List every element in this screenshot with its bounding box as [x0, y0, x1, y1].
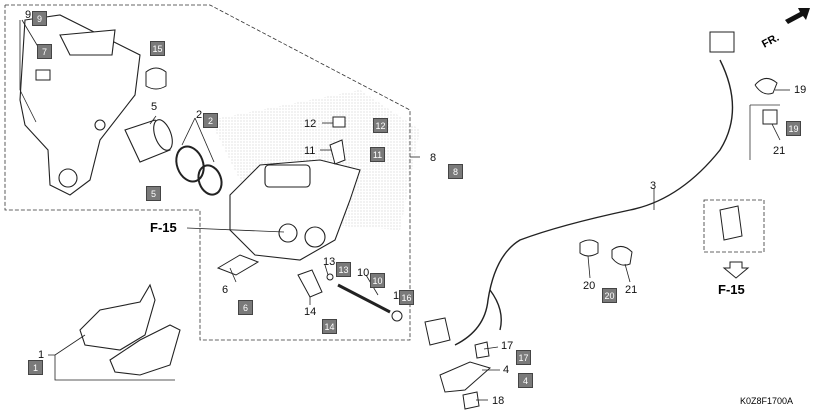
- callout-6: 6: [222, 284, 229, 296]
- callout-21-top: 21: [773, 145, 786, 157]
- box-16: 16: [399, 290, 414, 305]
- callout-14: 14: [304, 306, 317, 318]
- callout-17: 17: [501, 340, 514, 352]
- callout-11: 11: [304, 145, 316, 157]
- ref-f15-left[interactable]: F-15: [150, 220, 177, 235]
- box-5: 5: [146, 186, 161, 201]
- box-1: 1: [28, 360, 43, 375]
- box-9: 9: [32, 11, 47, 26]
- callout-2: 2: [196, 109, 203, 121]
- callout-9: 9: [25, 9, 32, 21]
- box-10: 10: [370, 273, 385, 288]
- callout-21-bottom: 21: [625, 284, 638, 296]
- box-11: 11: [370, 147, 385, 162]
- box-20: 20: [602, 288, 617, 303]
- box-4: 4: [518, 373, 533, 388]
- callout-12: 12: [304, 118, 317, 130]
- callout-5: 5: [151, 101, 158, 113]
- box-15: 15: [150, 41, 165, 56]
- callout-18: 18: [492, 395, 505, 407]
- callout-19: 19: [794, 84, 807, 96]
- box-6: 6: [238, 300, 253, 315]
- box-12: 12: [373, 118, 388, 133]
- caliper-bracket: [19, 14, 141, 196]
- box-13: 13: [336, 262, 351, 277]
- diagram-code: K0Z8F1700A: [740, 396, 794, 406]
- box-8: 8: [448, 164, 463, 179]
- box-7: 7: [37, 44, 52, 59]
- caliper-body: [229, 159, 361, 261]
- group-outline: [4, 4, 765, 341]
- box-19: 19: [786, 121, 801, 136]
- callout-1-seal: 1: [393, 290, 400, 302]
- ref-f15-right[interactable]: F-15: [718, 282, 745, 297]
- callout-4: 4: [503, 364, 510, 376]
- callout-10: 10: [357, 267, 370, 279]
- callout-1: 1: [38, 349, 45, 361]
- callout-13: 13: [323, 256, 336, 268]
- box-17: 17: [516, 350, 531, 365]
- box-2: 2: [203, 113, 218, 128]
- brake-pads: [79, 283, 181, 376]
- callout-8: 8: [430, 152, 437, 164]
- box-14: 14: [322, 319, 337, 334]
- callout-20: 20: [583, 280, 596, 292]
- callout-3: 3: [650, 180, 657, 192]
